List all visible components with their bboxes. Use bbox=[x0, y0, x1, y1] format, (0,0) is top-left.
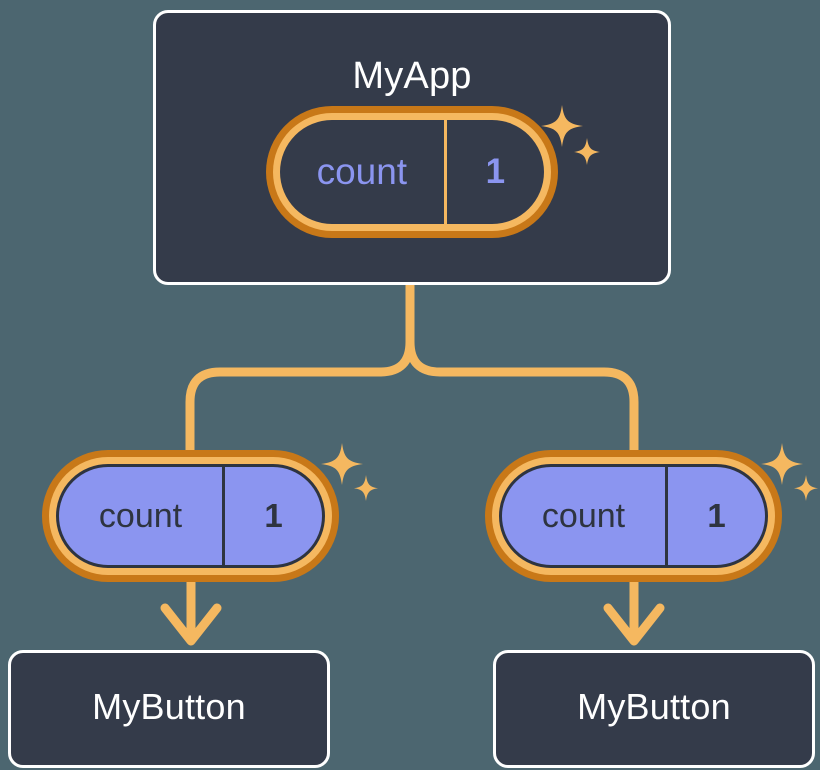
state-key: count bbox=[316, 151, 408, 192]
state-value: 1 bbox=[222, 467, 322, 565]
component-label-mybutton: MyButton bbox=[92, 686, 246, 727]
state-pill-body: count 1 bbox=[499, 464, 768, 568]
state-pill-ring: count 1 bbox=[492, 457, 775, 575]
state-key: count bbox=[541, 496, 626, 535]
state-pill-ring: count 1 bbox=[273, 113, 551, 231]
state-pill-body: count 1 bbox=[280, 120, 544, 224]
state-pill-myapp[interactable]: count 1 bbox=[266, 106, 558, 238]
state-pill-body: count 1 bbox=[56, 464, 325, 568]
component-label-mybutton: MyButton bbox=[577, 686, 731, 727]
state-pill-child-left[interactable]: count 1 bbox=[42, 450, 339, 582]
state-key: count bbox=[98, 496, 183, 535]
component-card-mybutton-left[interactable]: MyButton bbox=[8, 650, 330, 768]
state-value: 1 bbox=[665, 467, 765, 565]
state-value: 1 bbox=[443, 120, 544, 224]
state-pill-child-right[interactable]: count 1 bbox=[485, 450, 782, 582]
state-pill-ring: count 1 bbox=[49, 457, 332, 575]
component-card-mybutton-right[interactable]: MyButton bbox=[493, 650, 815, 768]
component-label-myapp: MyApp bbox=[352, 55, 472, 97]
